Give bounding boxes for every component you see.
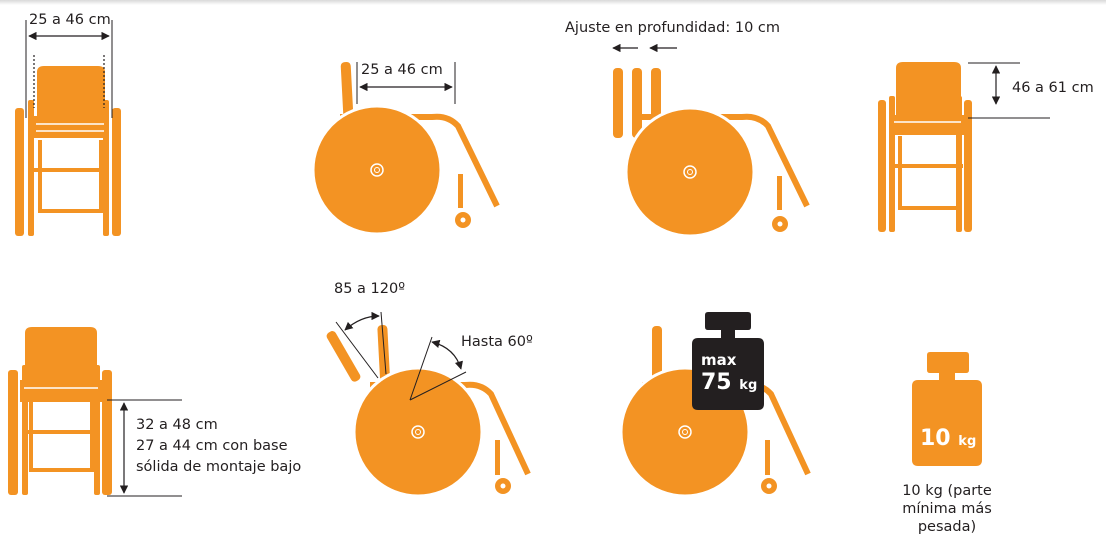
seat-height-label-2: 27 a 44 cm con base	[136, 438, 288, 454]
backrest-height-chair-icon	[878, 62, 972, 232]
top-divider	[0, 0, 1106, 5]
max-load-value: 75 kg	[701, 370, 758, 395]
front-view-chair-icon	[15, 66, 121, 236]
backrest-height-label: 46 a 61 cm	[1012, 80, 1094, 96]
front-view-seat-chair-icon	[8, 327, 112, 495]
chair-weight-value: 10 kg	[920, 426, 977, 451]
chair-weight-caption: 10 kg (parte mínima más pesada)	[902, 483, 992, 535]
max-load-weight-icon	[692, 312, 764, 410]
max-load-prefix: max	[701, 351, 737, 369]
wheelchair-dimensions-diagram	[8, 20, 1050, 498]
seat-height-label-3: sólida de montaje bajo	[136, 459, 302, 475]
seat-height-label-1: 32 a 48 cm	[136, 417, 218, 433]
fold-angle-label: Hasta 60º	[461, 334, 533, 350]
seat-depth-label: 25 a 46 cm	[361, 62, 443, 78]
back-angle-label: 85 a 120º	[334, 281, 406, 297]
angles-chair-icon	[326, 325, 531, 498]
side-view-chair-icon	[311, 61, 500, 236]
backrest-adjust-chair-icon	[613, 68, 810, 238]
backrest-depth-label: Ajuste en profundidad: 10 cm	[565, 20, 781, 36]
chair-weight-icon	[912, 352, 982, 466]
seat-width-label: 25 a 46 cm	[29, 12, 111, 28]
